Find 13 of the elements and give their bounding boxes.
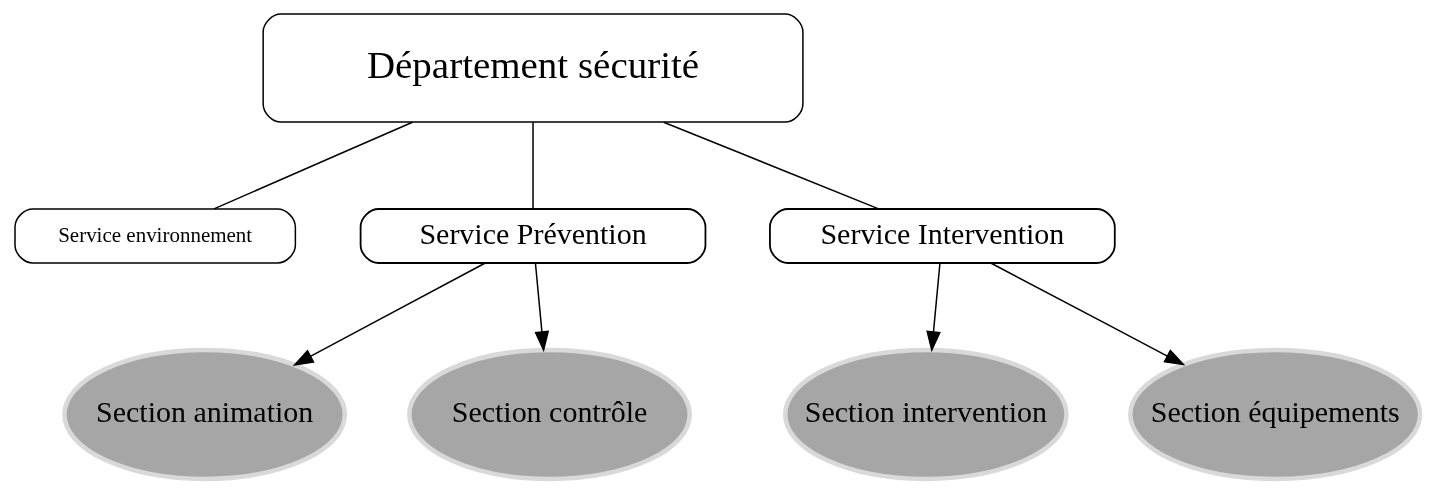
node-box: Service Intervention (768, 208, 1116, 264)
connector (212, 121, 413, 210)
arrow (534, 262, 549, 353)
arrow (292, 262, 486, 366)
node-box: Département sécurité (261, 13, 804, 123)
arrow (989, 262, 1185, 366)
node-ellipse: Section intervention (782, 347, 1069, 482)
arrow (925, 262, 941, 353)
node-ellipse: Section contrôle (406, 347, 692, 482)
node-box: Service environnement (13, 208, 296, 264)
connector (662, 121, 879, 210)
connector (531, 121, 534, 210)
node-box: Service Prévention (359, 208, 706, 264)
